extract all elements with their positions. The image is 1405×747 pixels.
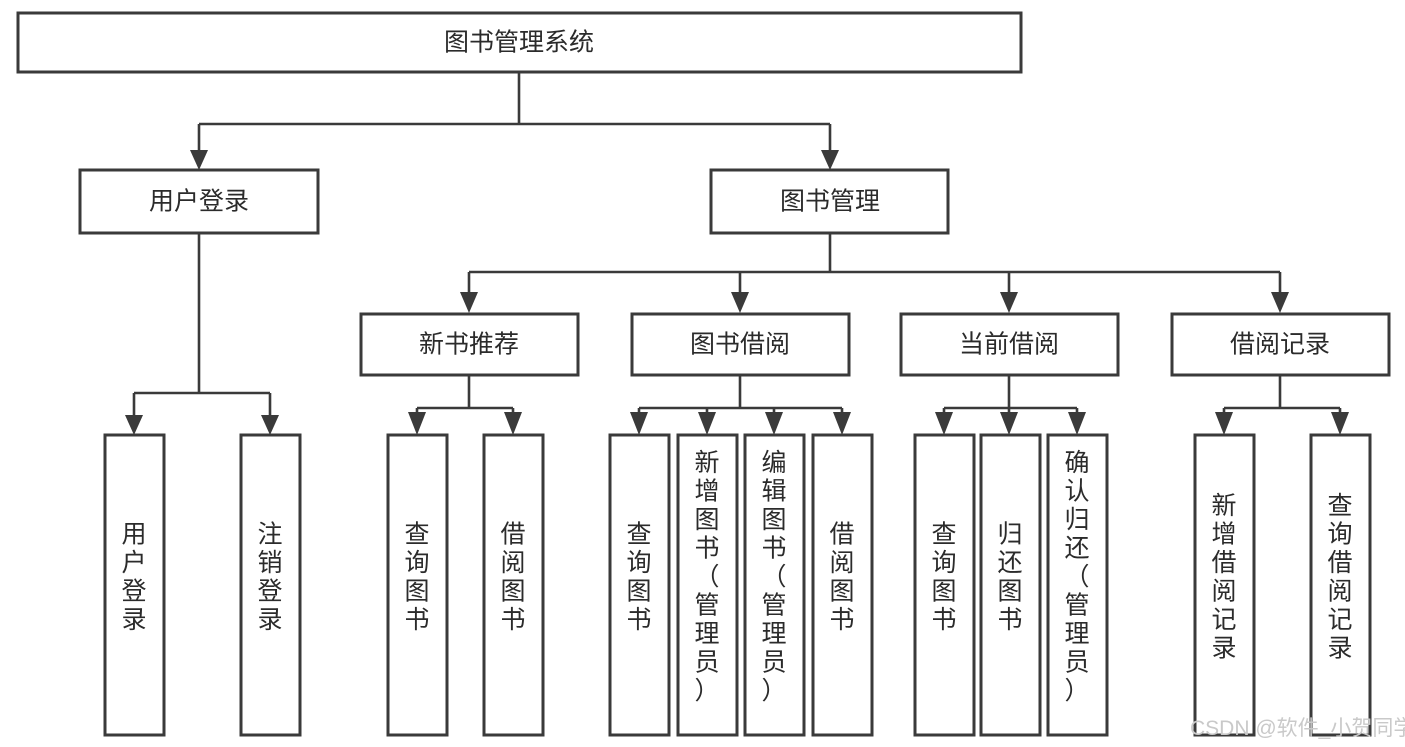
arrow-to-leaf-add-book [698,412,716,435]
borrow-record-box[interactable] [1170,312,1391,377]
leaf-add-borrow-record[interactable]: 新增借阅记录 [1193,433,1256,737]
arrow-to-leaf-return-book [1000,412,1018,435]
new-book-recommend-label: 新书推荐 [419,331,519,359]
leaf-add-book-admin[interactable]: 新增图书（管理员） [676,433,739,737]
connector-userlogin-to-leaves [132,233,272,415]
connector-borrowrecord-to-leaves [1222,375,1342,415]
leaf-return-book-box[interactable] [979,433,1042,737]
leaf-user-login-label: 用户登录 [121,520,146,634]
leaf-query-borrow-record[interactable]: 查询借阅记录 [1309,433,1372,737]
leaf-user-login-box[interactable] [103,433,166,737]
node-current-borrow[interactable]: 当前借阅 [899,312,1120,377]
leaf-query-book-nbr-box[interactable] [386,433,449,737]
arrow-to-leaf-query-book-1 [408,412,426,435]
node-book-management[interactable]: 图书管理 [709,168,950,235]
connector-layer [125,72,1349,435]
leaf-borrow-book-nbr[interactable]: 借阅图书 [482,433,545,737]
leaf-query-book-bb-box[interactable] [608,433,671,737]
arrow-to-leaf-borrow-book-2 [833,412,851,435]
leaf-confirm-return-admin[interactable]: 确认归还（管理员） [1046,433,1109,737]
leaf-add-book-admin-box[interactable] [676,433,739,737]
leaf-logout-login-box[interactable] [239,433,302,737]
node-book-borrow[interactable]: 图书借阅 [630,312,851,377]
connector-currentborrow-to-leaves [942,375,1079,415]
leaf-add-book-admin-label: 新增图书（管理员） [694,449,719,705]
leaf-borrow-book-nbr-label: 借阅图书 [500,520,525,634]
leaf-query-book-bb[interactable]: 查询图书 [608,433,671,737]
arrow-to-leaf-query-book-3 [935,412,953,435]
user-login-label: 用户登录 [149,188,249,216]
root-label: 图书管理系统 [444,29,594,57]
leaf-query-borrow-record-label: 查询借阅记录 [1327,492,1352,663]
leaf-borrow-book-bb-box[interactable] [811,433,874,737]
leaf-logout-login[interactable]: 注销登录 [239,433,302,737]
csdn-watermark: CSDN @软件_小贺同学 [1190,717,1405,740]
leaf-add-borrow-record-label: 新增借阅记录 [1211,492,1236,663]
connector-root-to-level2 [197,72,832,150]
book-management-box[interactable] [709,168,950,235]
book-borrow-box[interactable] [630,312,851,377]
current-borrow-box[interactable] [899,312,1120,377]
leaf-query-book-nbr[interactable]: 查询图书 [386,433,449,737]
book-management-label: 图书管理 [780,188,880,216]
arrow-to-leaf-logout-login [261,415,279,435]
connector-newbook-to-leaves [415,375,515,415]
book-borrow-label: 图书借阅 [690,331,790,359]
leaf-confirm-return-admin-label: 确认归还（管理员） [1064,449,1089,705]
leaf-query-book-cb-label: 查询图书 [931,520,956,634]
leaf-edit-book-admin[interactable]: 编辑图书（管理员） [743,433,806,737]
node-root-book-management-system[interactable]: 图书管理系统 [16,11,1023,74]
node-new-book-recommend[interactable]: 新书推荐 [359,312,580,377]
user-login-box[interactable] [78,168,320,235]
borrow-record-label: 借阅记录 [1230,331,1330,359]
arrow-to-leaf-user-login [125,415,143,435]
arrow-to-leaf-add-record [1215,412,1233,435]
leaf-query-book-nbr-label: 查询图书 [404,520,429,634]
leaf-borrow-book-bb-label: 借阅图书 [829,520,854,634]
arrow-to-leaf-confirm-return [1068,412,1086,435]
arrow-to-book-borrow [731,292,749,313]
arrow-to-user-login [190,150,208,170]
connector-bookborrow-to-leaves [637,375,844,415]
leaf-return-book[interactable]: 归还图书 [979,433,1042,737]
leaf-user-login[interactable]: 用户登录 [103,433,166,737]
leaf-logout-login-label: 注销登录 [257,520,282,634]
new-book-recommend-box[interactable] [359,312,580,377]
leaf-query-borrow-record-box[interactable] [1309,433,1372,737]
leaf-edit-book-admin-box[interactable] [743,433,806,737]
current-borrow-label: 当前借阅 [959,331,1059,359]
leaf-edit-book-admin-label: 编辑图书（管理员） [761,449,786,705]
arrow-to-leaf-edit-book [765,412,783,435]
arrow-to-book-manage [821,150,839,170]
connector-bookmanage-to-level3 [467,233,1282,292]
node-user-login[interactable]: 用户登录 [78,168,320,235]
arrow-to-new-book-recommend [460,292,478,313]
leaf-return-book-label: 归还图书 [997,520,1022,634]
leaf-query-book-cb[interactable]: 查询图书 [913,433,976,737]
leaf-add-borrow-record-box[interactable] [1193,433,1256,737]
leaf-confirm-return-admin-box[interactable] [1046,433,1109,737]
leaf-borrow-book-bb[interactable]: 借阅图书 [811,433,874,737]
arrow-to-leaf-borrow-book-1 [504,412,522,435]
root-box[interactable] [16,11,1023,74]
arrow-to-leaf-query-book-2 [630,412,648,435]
arrow-to-current-borrow [1000,292,1018,313]
leaf-query-book-cb-box[interactable] [913,433,976,737]
arrow-to-borrow-record [1271,292,1289,313]
arrow-to-leaf-query-record [1331,412,1349,435]
node-borrow-record[interactable]: 借阅记录 [1170,312,1391,377]
leaf-borrow-book-nbr-box[interactable] [482,433,545,737]
leaf-query-book-bb-label: 查询图书 [626,520,651,634]
